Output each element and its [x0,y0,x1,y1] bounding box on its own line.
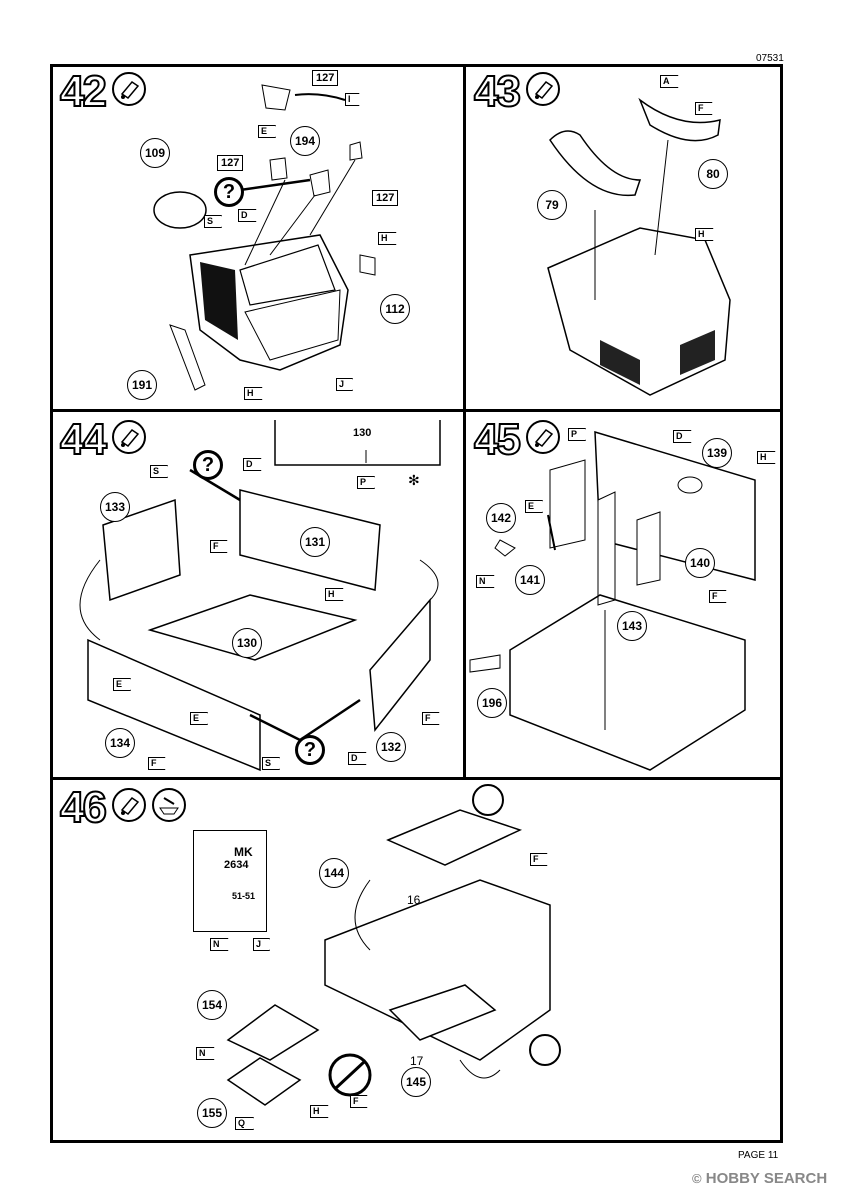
decal-icon [152,788,186,822]
part-144-callout: 144 [319,858,349,888]
watermark: © HOBBY SEARCH [692,1170,827,1187]
color-choice-question-icon: ? [214,177,244,207]
part-133-callout: 133 [100,492,130,522]
part-155-callout: 155 [197,1098,227,1128]
part-130-label: 130 [353,427,372,439]
decal-text: 2634 [224,859,249,871]
part-191-callout: 191 [127,370,157,400]
color-flag: F [695,102,713,115]
part-80-callout: 80 [698,159,728,189]
part-142-callout: 142 [486,503,516,533]
part-127-label: 127 [372,190,399,206]
part-109-callout: 109 [140,138,170,168]
watermark-text: HOBBY SEARCH [705,1170,828,1187]
glue-icon [526,420,560,454]
step-43-number: 43 [473,67,522,116]
part-134-callout: 134 [105,728,135,758]
part-127-label: 127 [312,70,339,86]
part-154-callout: 154 [197,990,227,1020]
color-flag: H [378,232,397,245]
part-112-callout: 112 [380,294,410,324]
part-132-callout: 132 [376,732,406,762]
part-140-callout: 140 [685,548,715,578]
step-42-number: 42 [59,67,108,116]
color-choice-question-icon: ? [193,450,223,480]
step-46-number: 46 [59,783,108,832]
decal-text: MK [234,845,253,859]
part-194-callout: 194 [290,126,320,156]
color-choice-question-icon: ? [295,735,325,765]
part-145-callout: 145 [401,1067,431,1097]
color-flag: F [350,1095,368,1108]
color-flag: E [525,500,544,513]
color-flag: H [310,1105,329,1118]
part-127-label: 127 [217,155,244,171]
page-number: PAGE 11 [738,1150,779,1161]
step-45-number: 45 [473,415,522,464]
glue-icon [112,72,146,106]
part-143-callout: 143 [617,611,647,641]
color-flag: S [262,757,281,770]
decal-text: 51-51 [232,891,256,901]
part-ref-17: 17 [410,1054,424,1068]
part-79-callout: 79 [537,190,567,220]
part-196-callout: 196 [477,688,507,718]
document-code: 07531 [756,53,784,64]
part-130-callout: 130 [232,628,262,658]
part-131-callout: 131 [300,527,330,557]
part-ref-16: 16 [407,893,421,907]
note-symbol: ✻ [408,472,420,488]
part-139-callout: 139 [702,438,732,468]
part-141-callout: 141 [515,565,545,595]
glue-icon [526,72,560,106]
glue-icon [112,420,146,454]
step-44-number: 44 [59,415,108,464]
copyright-icon: © [692,1171,702,1186]
glue-icon [112,788,146,822]
decal-sheet: MK 2634 51-51 [193,830,267,932]
color-flag: H [695,228,714,241]
